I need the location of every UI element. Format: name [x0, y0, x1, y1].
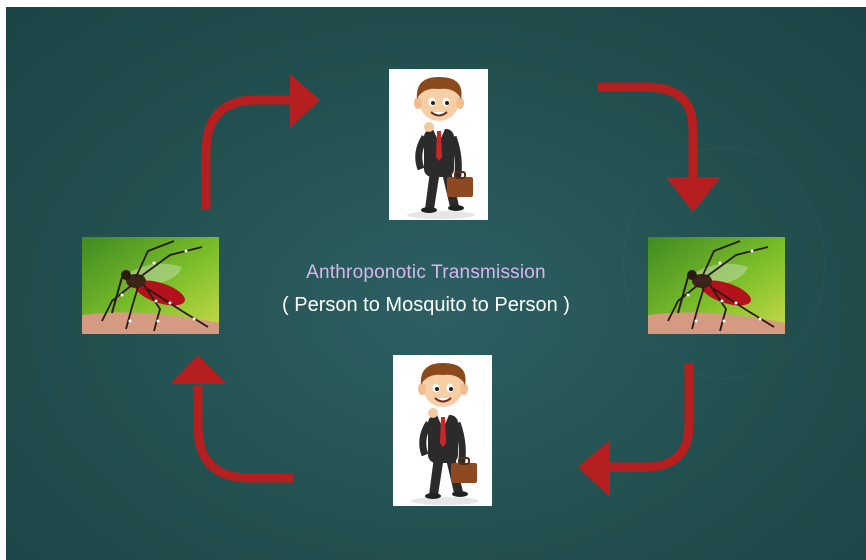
- arrow-person-bottom-to-mosquito: [170, 355, 293, 483]
- decorative-ring: [623, 147, 825, 379]
- person-top-card: [389, 69, 488, 220]
- arrow-person-top-to-mosquito: [598, 82, 721, 212]
- businessman-icon: [407, 77, 475, 219]
- slide-background: Anthroponotic Transmission ( Person to M…: [6, 7, 866, 560]
- mosquito-icon: [648, 237, 785, 334]
- arrow-mosquito-to-person-top: [201, 74, 320, 210]
- cycle-arrows: [170, 74, 721, 497]
- diagram-subtitle: ( Person to Mosquito to Person ): [282, 294, 570, 316]
- mosquito-left-card: [82, 237, 219, 334]
- arrow-mosquito-to-person-bottom: [578, 364, 694, 497]
- person-bottom-card: [393, 355, 492, 506]
- mosquito-icon: [82, 237, 219, 334]
- mosquito-right-card: [648, 237, 785, 334]
- diagram-title: Anthroponotic Transmission: [306, 262, 546, 283]
- businessman-icon: [411, 363, 479, 505]
